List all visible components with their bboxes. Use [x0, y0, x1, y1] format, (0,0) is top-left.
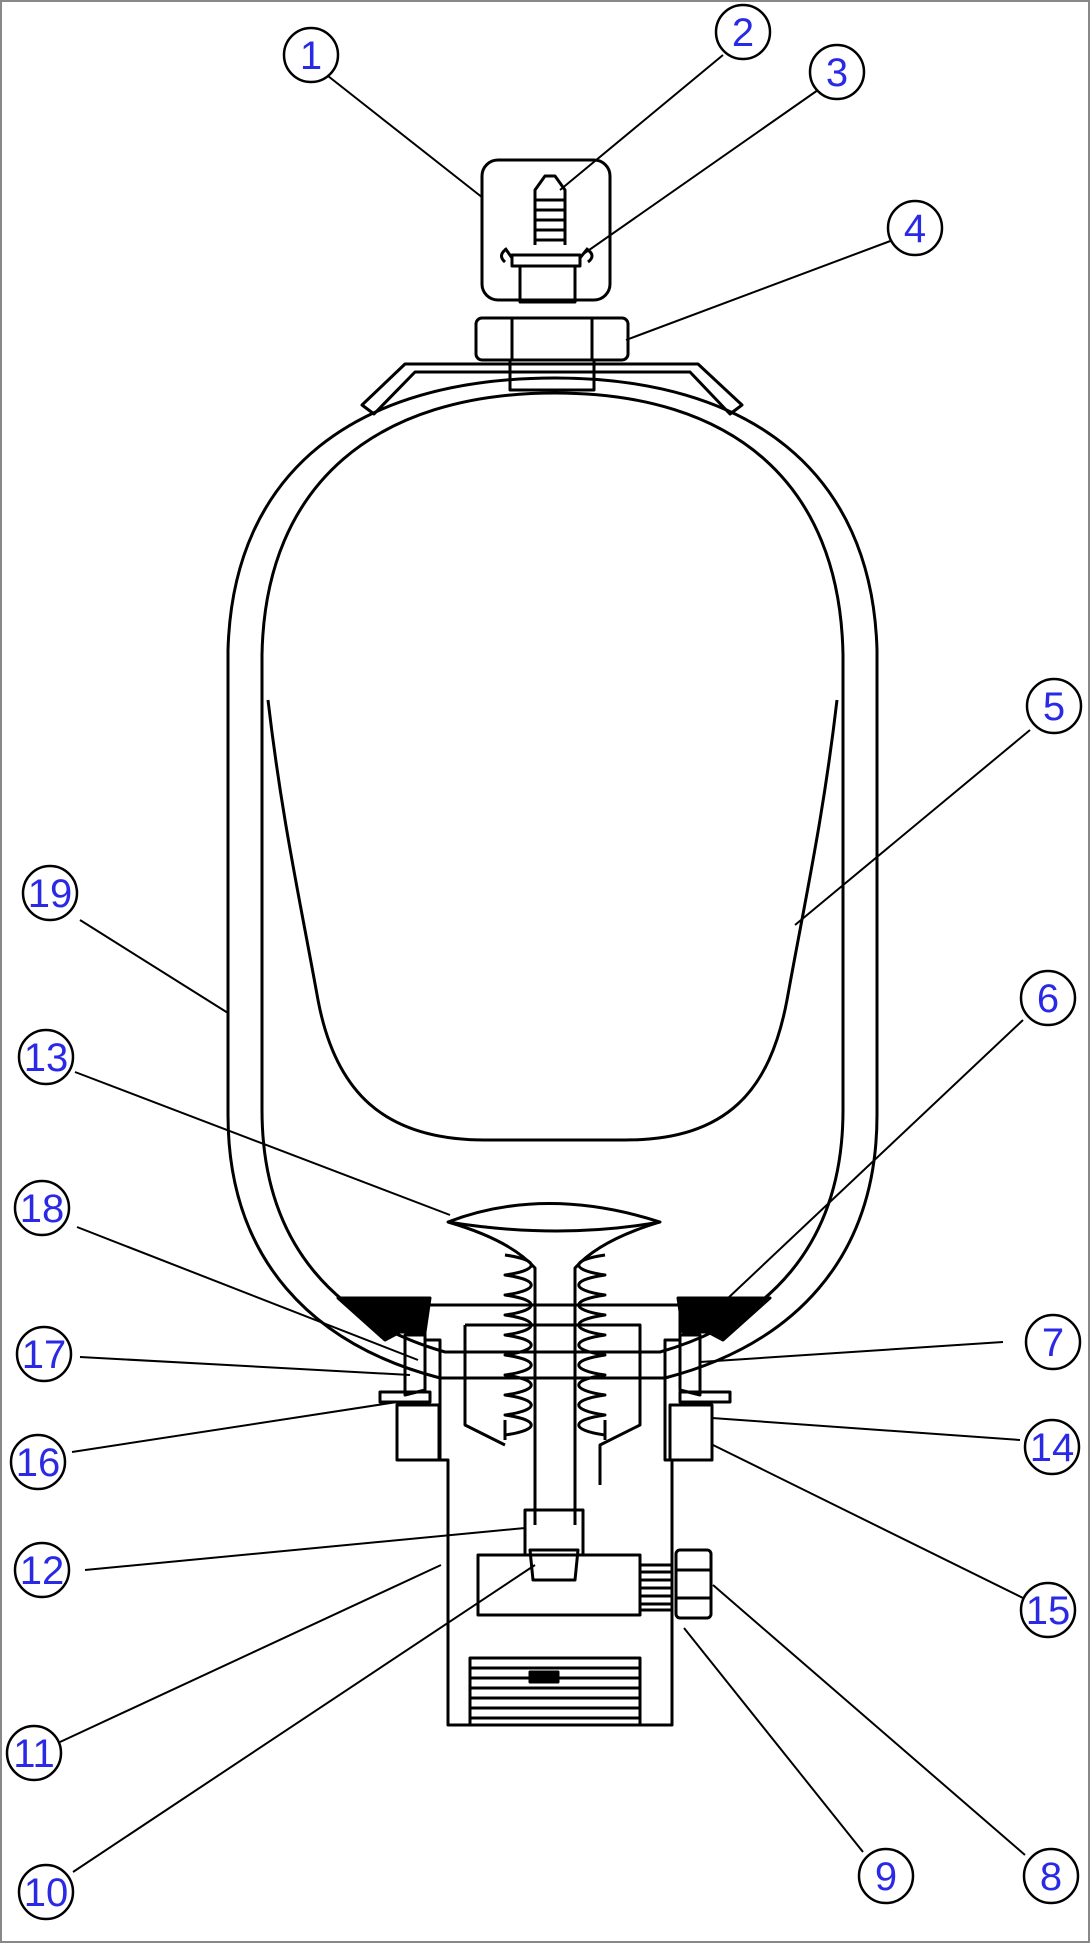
leader-lines [59, 54, 1031, 1873]
callout-15: 15 [1019, 1581, 1077, 1639]
callout-18: 18 [13, 1179, 71, 1237]
callout-circle [1025, 677, 1083, 735]
callout-circle [1019, 969, 1077, 1027]
callout-9: 9 [857, 1847, 915, 1905]
callout-circle [1023, 1418, 1081, 1476]
callout-circle [15, 1325, 73, 1383]
callout-number: 16 [16, 1441, 61, 1485]
top-guard [360, 362, 744, 416]
callout-circle [13, 1541, 71, 1599]
callout-16: 16 [9, 1433, 67, 1491]
seal-wedge-left [336, 1296, 432, 1342]
shell-outer [226, 376, 879, 1380]
callout-circle [808, 43, 866, 101]
callout-19: 19 [21, 864, 79, 922]
callout-circle [17, 1028, 75, 1086]
callout-circle [1024, 1313, 1082, 1371]
callout-circle [1019, 1581, 1077, 1639]
callout-circle [21, 864, 79, 922]
callout-2: 2 [714, 3, 772, 61]
callout-number: 3 [826, 51, 848, 95]
valve-cap [480, 158, 612, 302]
gas-valve-nut [474, 316, 630, 362]
lock-ring-left [395, 1403, 441, 1462]
callout-number: 4 [904, 207, 926, 251]
callout-number: 8 [1040, 1855, 1062, 1899]
callout-14: 14 [1023, 1418, 1081, 1476]
callout-number: 2 [732, 11, 754, 55]
callout-circle [1022, 1847, 1080, 1905]
callout-4: 4 [886, 199, 944, 257]
callout-circle [13, 1179, 71, 1237]
callout-11: 11 [5, 1724, 63, 1782]
callout-number: 12 [20, 1549, 65, 1593]
callout-number: 18 [20, 1187, 65, 1231]
seal-wedge-right [676, 1296, 772, 1342]
port-thread [468, 1656, 642, 1727]
callout-17: 17 [15, 1325, 73, 1383]
callout-1: 1 [282, 26, 340, 84]
callout-3: 3 [808, 43, 866, 101]
callout-circle [857, 1847, 915, 1905]
callout-8: 8 [1022, 1847, 1080, 1905]
callout-circle [282, 26, 340, 84]
nut-washer [528, 1548, 580, 1582]
poppet-spring [503, 1253, 607, 1437]
callout-13: 13 [17, 1028, 75, 1086]
callout-number: 15 [1026, 1589, 1071, 1633]
shell-inner [260, 391, 845, 1354]
callout-circle [9, 1433, 67, 1491]
port-housing [423, 1303, 682, 1727]
callout-number: 7 [1042, 1321, 1064, 1365]
accumulator-body [226, 158, 879, 1727]
poppet-valve [446, 1202, 662, 1233]
callout-number: 17 [22, 1333, 67, 1377]
bladder [266, 699, 839, 1142]
callout-number: 5 [1043, 685, 1065, 729]
callout-12: 12 [13, 1541, 71, 1599]
callout-number: 6 [1037, 977, 1059, 1021]
bleed-screw-head [674, 1548, 713, 1620]
o-ring-right [678, 1333, 702, 1397]
callout-6: 6 [1019, 969, 1077, 1027]
callout-circle [17, 1863, 75, 1921]
callout-10: 10 [17, 1863, 75, 1921]
callout-number: 11 [13, 1732, 55, 1776]
callout-number: 19 [28, 872, 73, 916]
callout-7: 7 [1024, 1313, 1082, 1371]
callout-circle [714, 3, 772, 61]
callout-number: 10 [24, 1871, 69, 1915]
callout-circle [5, 1724, 63, 1782]
callout-number: 13 [24, 1036, 69, 1080]
callout-circle [886, 199, 944, 257]
lock-ring-right [668, 1403, 714, 1462]
valve-seal [510, 253, 582, 268]
callout-number: 1 [300, 34, 322, 78]
callout-5: 5 [1025, 677, 1083, 735]
callout-number: 14 [1030, 1426, 1075, 1470]
callout-number: 9 [875, 1855, 897, 1899]
bleed-screw [638, 1563, 674, 1612]
